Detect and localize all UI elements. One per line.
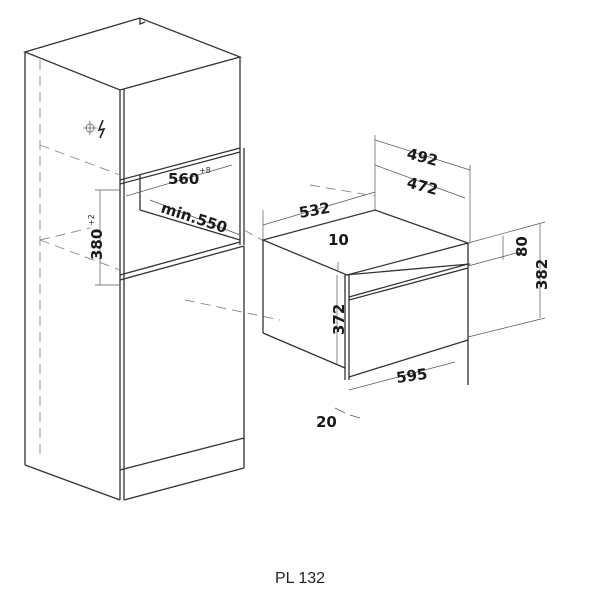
cabinet-width-tolerance: +8 bbox=[199, 166, 211, 175]
cabinet-width-label: 560 bbox=[168, 170, 199, 188]
oven-panel-label: 80 bbox=[513, 236, 531, 257]
oven-top-outer-label: 492 bbox=[405, 144, 440, 169]
model-caption: PL 132 bbox=[274, 570, 326, 587]
oven-body-height-label: 372 bbox=[330, 304, 348, 335]
oven-width-label: 595 bbox=[395, 365, 429, 387]
dimension-labels: 560 +8 380 +2 min.550 492 472 532 10 80 … bbox=[87, 144, 551, 431]
oven-depth-label: 532 bbox=[298, 199, 332, 222]
oven-drawing bbox=[260, 135, 546, 419]
oven-gap-label: 10 bbox=[328, 231, 349, 249]
cabinet-drawing bbox=[23, 17, 281, 501]
oven-front-label: 20 bbox=[316, 413, 337, 431]
electric-bolt-icon bbox=[97, 119, 106, 139]
socket-icon bbox=[83, 121, 97, 135]
cabinet-depth-label: min.550 bbox=[159, 199, 230, 237]
cabinet-height-label: 380 bbox=[88, 229, 106, 260]
oven-top-inner-label: 472 bbox=[405, 173, 440, 198]
oven-total-height-label: 382 bbox=[533, 259, 551, 290]
cabinet-height-tolerance: +2 bbox=[87, 214, 96, 226]
